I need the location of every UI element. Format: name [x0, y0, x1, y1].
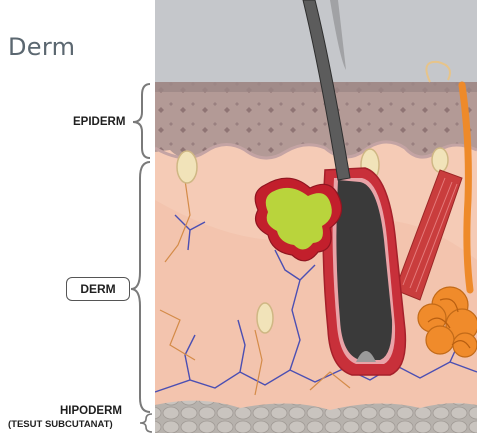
receptor-left	[177, 151, 197, 183]
brace-hypodermis	[140, 414, 152, 432]
receptor-right	[432, 148, 448, 172]
receptor-lower	[257, 303, 273, 333]
brace-dermis	[131, 162, 150, 412]
brace-epidermis	[133, 84, 150, 158]
label-hypodermis: HIPODERM	[60, 405, 122, 417]
label-hypodermis-subtitle: (TESUT SUBCUTANAT)	[8, 419, 113, 430]
label-epidermis: EPIDERM	[73, 116, 125, 128]
label-dermis: DERM	[66, 277, 130, 301]
